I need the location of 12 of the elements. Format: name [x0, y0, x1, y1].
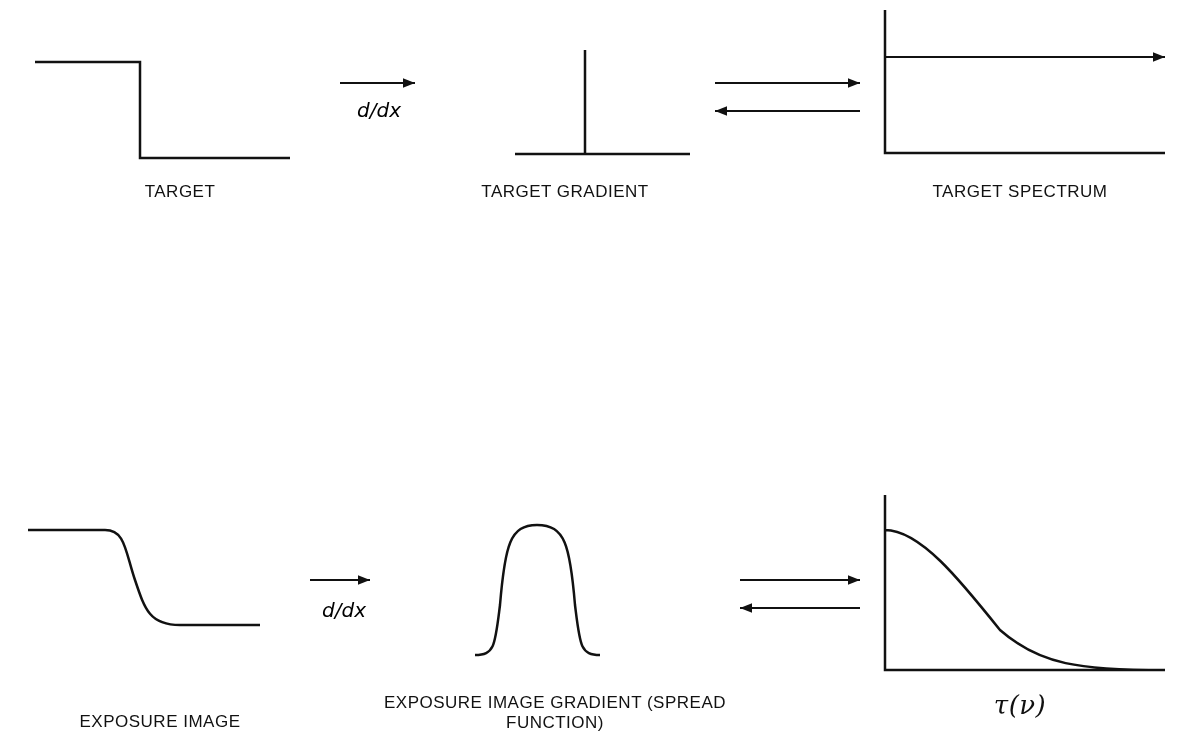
arrow: [739, 603, 861, 613]
function-label: τ(ν): [992, 690, 1048, 720]
arrow: [339, 78, 416, 88]
plot-caption: TARGET: [143, 182, 217, 202]
plot-caption: TARGET GRADIENT: [480, 182, 650, 202]
plot-caption: EXPOSURE IMAGE: [78, 712, 242, 732]
arrow: [714, 78, 861, 88]
plot-caption: TARGET SPECTRUM: [931, 182, 1109, 202]
arrow: [714, 106, 861, 116]
arrow: [309, 575, 371, 585]
plot-caption: EXPOSURE IMAGE GRADIENT (SPREAD FUNCTION): [383, 693, 727, 733]
arrow: [739, 575, 861, 585]
